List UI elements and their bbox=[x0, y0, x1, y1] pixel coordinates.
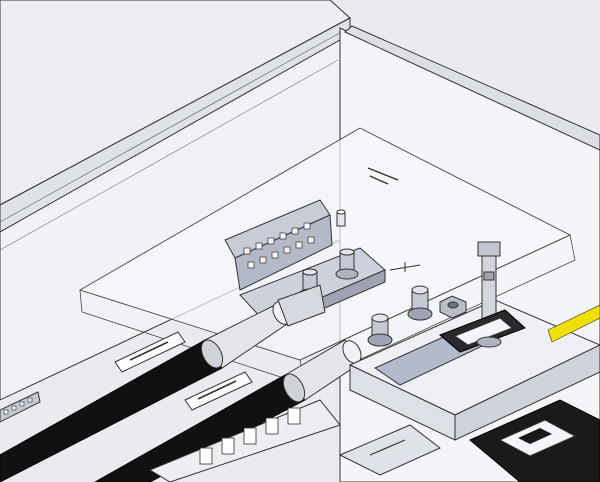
disconnect-shaft bbox=[439, 241, 526, 353]
left-label-plate bbox=[114, 331, 186, 373]
bottom-terminal-row bbox=[148, 399, 341, 482]
terminal-bolt-middle bbox=[407, 285, 433, 321]
cover-label-marks bbox=[367, 167, 399, 185]
cable-upper bbox=[0, 284, 326, 482]
standoff bbox=[336, 209, 346, 227]
bottom-connector bbox=[338, 424, 441, 476]
terminal-bolt-left bbox=[367, 313, 393, 347]
terminal-bolt-right bbox=[439, 295, 467, 319]
lower-label-plate bbox=[184, 371, 253, 411]
terminal-comb-block bbox=[224, 199, 333, 291]
busbar-bolt-2 bbox=[335, 248, 359, 280]
cable-lower bbox=[93, 339, 363, 482]
small-terminal-strip bbox=[0, 391, 41, 423]
square-fuse-holder bbox=[469, 399, 600, 482]
warning-stripe bbox=[547, 304, 600, 343]
